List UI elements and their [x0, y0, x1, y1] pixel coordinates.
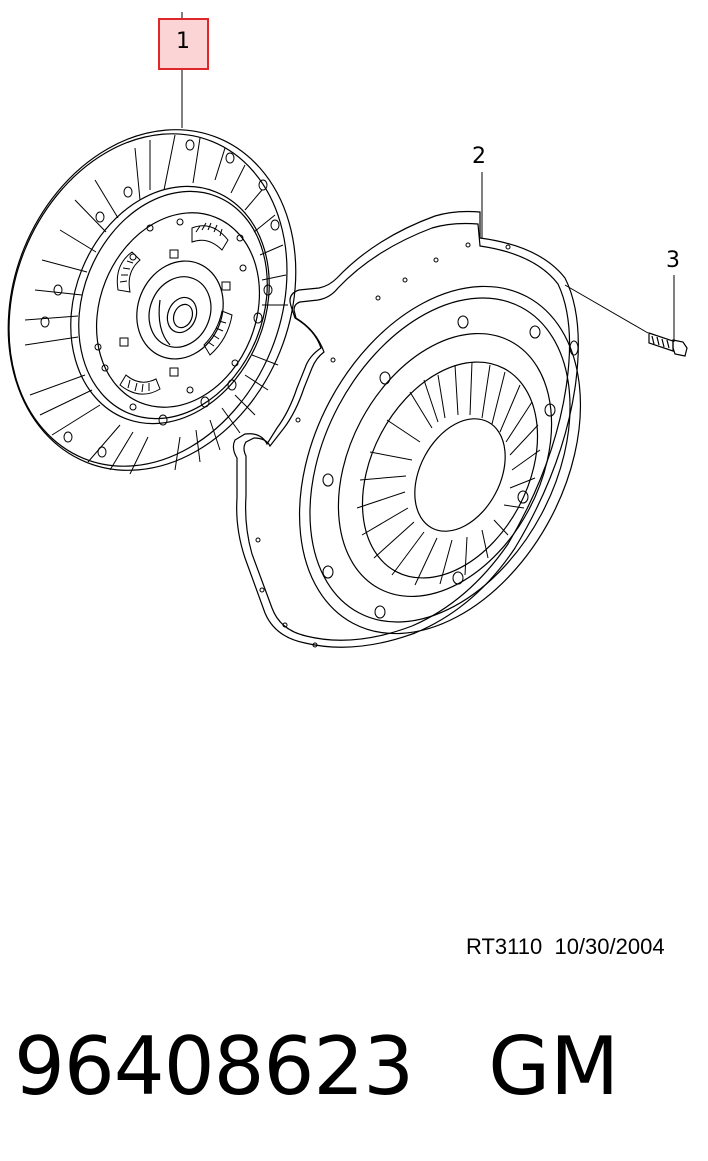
- callout-2-label: 2: [472, 144, 486, 169]
- callout-2: 2: [472, 144, 486, 238]
- callout-1-label: 1: [176, 29, 190, 54]
- callout-1: 1: [158, 12, 209, 128]
- part-number: 96408623: [14, 1020, 414, 1113]
- part-footer: 96408623 GM: [14, 1012, 704, 1122]
- mounting-bolt: [564, 284, 688, 357]
- drawing-reference: RT3110 10/30/2004: [466, 934, 665, 959]
- callout-1-highlight[interactable]: [158, 18, 209, 70]
- clutch-exploded-diagram: 1: [7, 12, 688, 648]
- callout-3-label: 3: [666, 248, 680, 273]
- clutch-disc: [7, 129, 297, 475]
- callout-3: 3: [666, 248, 680, 342]
- brand-name: GM: [488, 1020, 620, 1113]
- pressure-plate: [232, 210, 582, 648]
